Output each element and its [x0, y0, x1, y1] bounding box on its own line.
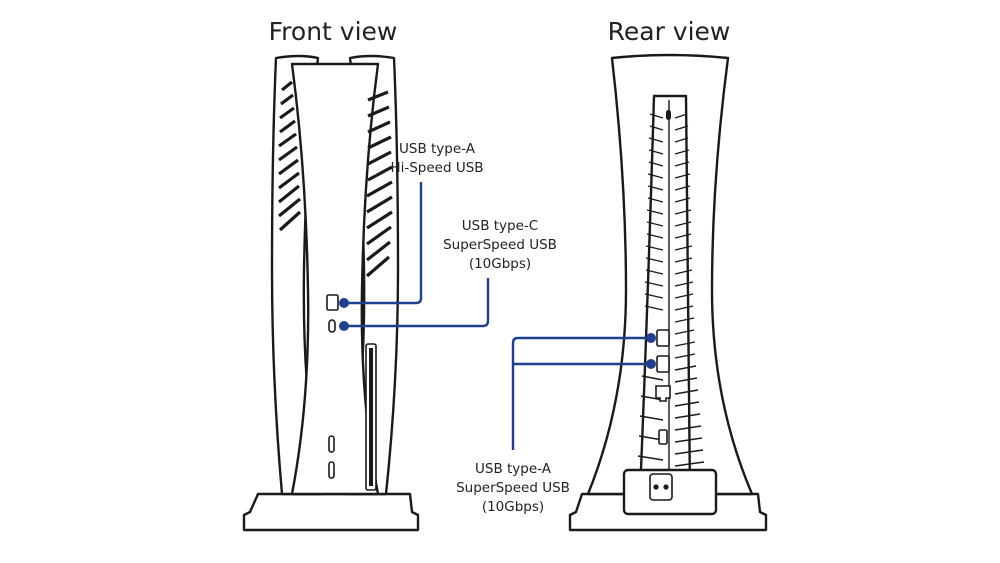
- rear-view-title: Rear view: [608, 17, 731, 46]
- front-usb-c-label-line3: (10Gbps): [469, 256, 531, 272]
- rear-usb-a-label-line1: USB type-A: [475, 461, 552, 477]
- front-usb-c-leader-line: [344, 278, 490, 328]
- rear-top-slot: [666, 110, 671, 120]
- front-usb-c-port: [328, 319, 336, 333]
- front-usb-c-label-line2: SuperSpeed USB: [443, 237, 557, 253]
- front-center-body: [290, 62, 380, 496]
- front-usb-a-leader-line: [344, 182, 423, 305]
- front-console: [242, 54, 420, 532]
- rear-usb-a-label-line3: (10Gbps): [482, 499, 544, 515]
- front-view-title: Front view: [269, 17, 398, 46]
- front-usb-a-leader-dot: [339, 298, 349, 308]
- front-left-vents: [277, 80, 302, 232]
- rear-vent-slats: [637, 113, 705, 467]
- rear-usb-a-port-1: [656, 329, 670, 347]
- disc-slot-opening: [369, 348, 373, 486]
- front-usb-c-label-line1: USB type-C: [462, 218, 538, 234]
- rear-usb-a-label-line2: SuperSpeed USB: [456, 480, 570, 496]
- front-usb-a-port: [326, 294, 339, 311]
- front-usb-c-callout: USB type-C SuperSpeed USB (10Gbps): [339, 218, 557, 331]
- ethernet-port: [655, 385, 671, 402]
- eject-button: [328, 461, 335, 479]
- rear-usb-a-leader-dot-2: [646, 359, 656, 369]
- rear-usb-a-leader-line-1: [511, 336, 651, 450]
- rear-usb-a-leader-dot-1: [646, 333, 656, 343]
- power-connector-pin-left: [653, 484, 659, 490]
- rear-usb-a-port-2: [656, 355, 670, 373]
- power-connector: [649, 473, 673, 501]
- power-button: [328, 435, 335, 453]
- front-right-vents: [365, 90, 393, 278]
- front-usb-a-label-line1: USB type-A: [399, 141, 476, 157]
- power-connector-pin-right: [663, 484, 669, 490]
- rear-view: Rear view: [456, 17, 768, 532]
- front-base-stand: [242, 492, 420, 532]
- rear-console: [568, 53, 768, 532]
- rear-usb-a-callout: USB type-A SuperSpeed USB (10Gbps): [456, 333, 656, 515]
- front-usb-a-label-line2: Hi-Speed USB: [390, 160, 483, 176]
- front-usb-a-callout: USB type-A Hi-Speed USB: [339, 141, 484, 308]
- front-usb-c-leader-dot: [339, 321, 349, 331]
- front-view: Front view: [242, 17, 557, 532]
- hdmi-port: [658, 429, 668, 445]
